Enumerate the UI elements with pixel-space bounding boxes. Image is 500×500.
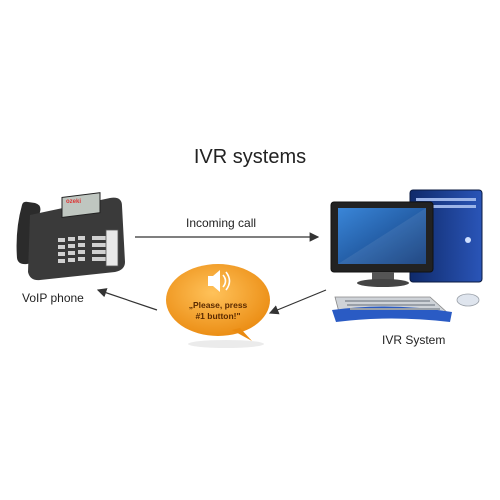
phone-icon: ozeki: [16, 192, 125, 281]
bubble-line-2: #1 button!": [195, 311, 241, 321]
sound-icon: [208, 270, 231, 292]
phone-brand-label: ozeki: [66, 199, 81, 205]
computer-icon: [330, 189, 483, 322]
bubble-line-1: „Please, press: [188, 300, 248, 310]
response-arrow-to-bubble: [268, 289, 327, 315]
bubble-message: „Please, press #1 button!": [178, 300, 258, 322]
diagram-title: IVR systems: [193, 146, 307, 168]
speech-bubble-icon: [166, 264, 270, 348]
response-arrow-to-phone: [96, 288, 158, 311]
incoming-call-label: Incoming call: [186, 216, 257, 230]
ivr-system-label: IVR System: [382, 333, 446, 347]
voip-phone-label: VoIP phone: [22, 291, 84, 305]
